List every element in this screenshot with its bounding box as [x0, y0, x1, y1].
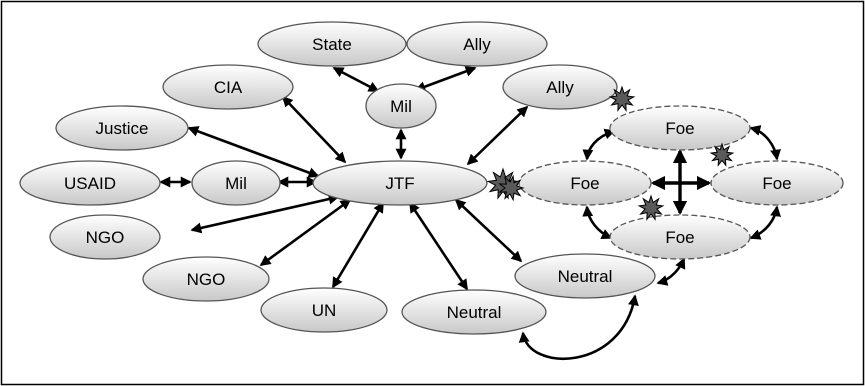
- edge-neutral-bottom-jtf: [408, 201, 469, 291]
- node-usaid: USAID: [19, 160, 161, 206]
- node-label: Foe: [665, 119, 694, 138]
- node-shape: [191, 160, 281, 206]
- node-label: Foe: [570, 174, 599, 193]
- node-ally-top: Ally: [406, 21, 548, 67]
- conflict-burst-icon: [498, 174, 525, 202]
- node-label: Ally: [463, 35, 491, 54]
- node-justice: Justice: [55, 105, 189, 151]
- edge-ally-right-jtf: [466, 105, 529, 166]
- node-un: UN: [260, 287, 388, 333]
- edge-foe-left-foe-bottom: [582, 205, 613, 240]
- node-shape: [312, 160, 488, 206]
- node-shape: [365, 83, 437, 129]
- node-label: Justice: [96, 119, 149, 138]
- node-label: USAID: [64, 174, 116, 193]
- node-shape: [514, 253, 656, 299]
- node-ngo-bottom: NGO: [142, 256, 270, 302]
- edge-ally-top-mil-top: [414, 66, 477, 92]
- node-shape: [55, 105, 189, 151]
- edge-foe-right-foe-bottom: [749, 205, 781, 240]
- conflict-marker-layer: [486, 85, 735, 221]
- node-shape: [260, 287, 388, 333]
- node-mil-left: Mil: [191, 160, 281, 206]
- edge-justice-jtf: [187, 126, 320, 178]
- node-label: State: [312, 35, 352, 54]
- edge-foe-top-foe-right: [749, 125, 781, 161]
- node-shape: [502, 64, 618, 110]
- edge-state-mil-top: [332, 66, 380, 93]
- node-label: NGO: [86, 228, 125, 247]
- edge-ngo-bottom-jtf: [259, 198, 352, 267]
- node-shape: [142, 256, 270, 302]
- node-label: NGO: [187, 270, 226, 289]
- node-shape: [257, 21, 407, 67]
- node-label: Mil: [225, 174, 247, 193]
- node-shape: [162, 64, 294, 110]
- node-ngo-left: NGO: [49, 214, 161, 260]
- node-ally-right: Ally: [502, 64, 618, 110]
- node-shape: [609, 214, 751, 260]
- edge-cia-jtf: [281, 95, 347, 164]
- node-shape: [406, 21, 548, 67]
- edge-un-jtf: [331, 201, 385, 289]
- node-shape: [49, 214, 161, 260]
- edge-foe-top-foe-left: [582, 128, 616, 161]
- node-shape: [401, 289, 547, 335]
- node-label: Foe: [665, 228, 694, 247]
- edge-neutral-bottom-neutral-right: [518, 294, 639, 361]
- node-label: Neutral: [447, 303, 502, 322]
- node-jtf: JTF: [312, 160, 488, 206]
- node-foe-bottom: Foe: [609, 214, 751, 260]
- node-shape: [19, 160, 161, 206]
- node-neutral-right: Neutral: [514, 253, 656, 299]
- node-shape: [710, 160, 844, 206]
- edge-neutral-right-foe-bottom: [656, 257, 686, 286]
- conflict-burst-icon: [637, 194, 665, 221]
- node-cia: CIA: [162, 64, 294, 110]
- node-foe-right: Foe: [710, 160, 844, 206]
- edge-layer: [159, 66, 781, 361]
- node-label: Ally: [546, 78, 574, 97]
- node-label: Neutral: [558, 267, 613, 286]
- node-mil-top: Mil: [365, 83, 437, 129]
- conflict-burst-icon: [608, 85, 636, 112]
- node-state: State: [257, 21, 407, 67]
- node-foe-left: Foe: [518, 160, 652, 206]
- node-shape: [609, 105, 751, 151]
- edge-neutral-right-jtf: [454, 198, 523, 263]
- node-label: Foe: [762, 174, 791, 193]
- node-label: JTF: [385, 174, 414, 193]
- conflict-burst-icon: [709, 142, 735, 167]
- node-label: Mil: [390, 97, 412, 116]
- node-label: UN: [312, 301, 337, 320]
- node-neutral-bottom: Neutral: [401, 289, 547, 335]
- node-foe-top: Foe: [609, 105, 751, 151]
- node-label: CIA: [214, 78, 243, 97]
